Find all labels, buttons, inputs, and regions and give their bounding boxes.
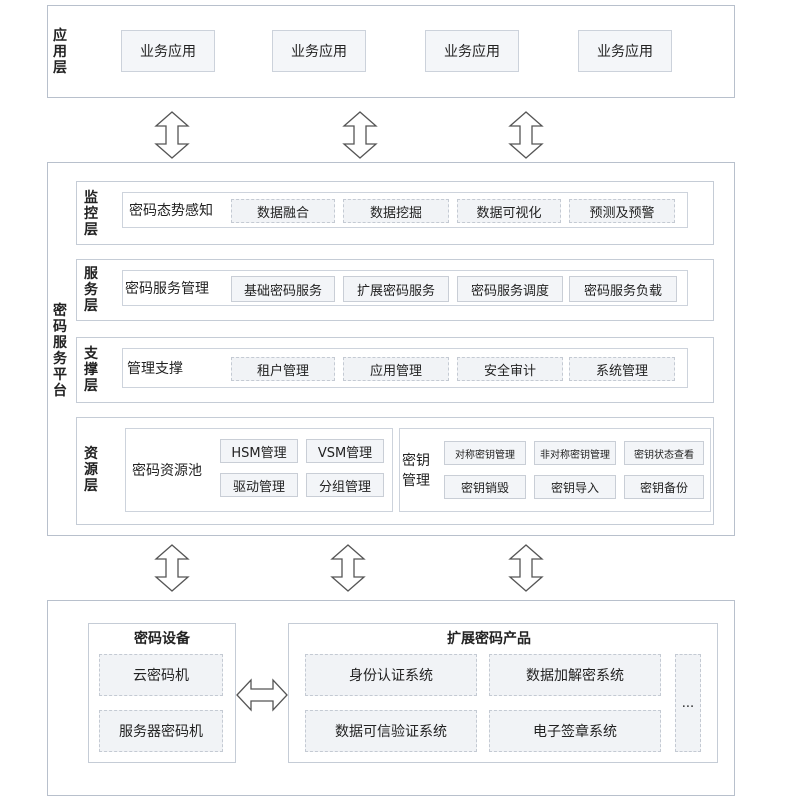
support-layer: 支撑层 管理支撑 租户管理 应用管理 安全审计 系统管理	[76, 337, 714, 403]
business-app-2[interactable]: 业务应用	[272, 30, 366, 72]
horizontal-double-arrow-icon	[236, 678, 288, 712]
business-app-1[interactable]: 业务应用	[121, 30, 215, 72]
service-item-2[interactable]: 扩展密码服务	[343, 276, 449, 302]
crypto-service-platform: 密码服务平台 监控层 密码态势感知 数据融合 数据挖掘 数据可视化 预测及预警 …	[47, 162, 735, 536]
monitor-item-2[interactable]: 数据挖掘	[343, 199, 449, 223]
vsm-management[interactable]: VSM管理	[306, 439, 384, 463]
service-layer-label: 服务层	[84, 266, 98, 314]
key-backup[interactable]: 密钥备份	[624, 475, 704, 499]
resource-layer-label: 资源层	[84, 446, 98, 494]
resource-layer: 资源层 密码资源池 HSM管理 VSM管理 驱动管理 分组管理 密钥管理 对称密…	[76, 417, 714, 525]
service-group: 密码服务管理 基础密码服务 扩展密码服务 密码服务调度 密码服务负载	[122, 270, 688, 306]
application-layer: 应用层 业务应用 业务应用 业务应用 业务应用	[47, 5, 735, 98]
key-destroy[interactable]: 密钥销毁	[444, 475, 526, 499]
extended-products-title: 扩展密码产品	[447, 631, 531, 647]
key-import[interactable]: 密钥导入	[534, 475, 616, 499]
service-title: 密码服务管理	[125, 281, 209, 297]
platform-label: 密码服务平台	[53, 303, 67, 399]
data-encryption-system[interactable]: 数据加解密系统	[489, 654, 661, 696]
cloud-crypto-machine[interactable]: 云密码机	[99, 654, 223, 696]
service-item-4[interactable]: 密码服务负载	[569, 276, 677, 302]
vertical-double-arrow-icon	[508, 111, 544, 159]
more-products[interactable]: ...	[675, 654, 701, 752]
support-layer-label: 支撑层	[84, 346, 98, 394]
data-trust-verification-system[interactable]: 数据可信验证系统	[305, 710, 477, 752]
extended-crypto-products-group: 扩展密码产品 身份认证系统 数据加解密系统 数据可信验证系统 电子签章系统 ..…	[288, 623, 718, 763]
vertical-double-arrow-icon	[342, 111, 378, 159]
monitor-item-3[interactable]: 数据可视化	[457, 199, 561, 223]
key-status-view[interactable]: 密钥状态查看	[624, 441, 704, 465]
vertical-double-arrow-icon	[154, 111, 190, 159]
crypto-devices-group: 密码设备 云密码机 服务器密码机	[88, 623, 236, 763]
monitor-layer: 监控层 密码态势感知 数据融合 数据挖掘 数据可视化 预测及预警	[76, 181, 714, 245]
driver-management[interactable]: 驱动管理	[220, 473, 298, 497]
business-app-3[interactable]: 业务应用	[425, 30, 519, 72]
support-item-1[interactable]: 租户管理	[231, 357, 335, 381]
monitor-group: 密码态势感知 数据融合 数据挖掘 数据可视化 预测及预警	[122, 192, 688, 228]
e-signature-system[interactable]: 电子签章系统	[489, 710, 661, 752]
monitor-title: 密码态势感知	[129, 203, 213, 219]
support-group: 管理支撑 租户管理 应用管理 安全审计 系统管理	[122, 348, 688, 388]
service-layer: 服务层 密码服务管理 基础密码服务 扩展密码服务 密码服务调度 密码服务负载	[76, 259, 714, 321]
symmetric-key-management[interactable]: 对称密钥管理	[444, 441, 526, 465]
resource-pool-title: 密码资源池	[132, 463, 202, 479]
key-management-title: 密钥管理	[402, 453, 430, 489]
identity-auth-system[interactable]: 身份认证系统	[305, 654, 477, 696]
business-app-4[interactable]: 业务应用	[578, 30, 672, 72]
vertical-double-arrow-icon	[330, 544, 366, 592]
key-management-group: 密钥管理 对称密钥管理 非对称密钥管理 密钥状态查看 密钥销毁 密钥导入 密钥备…	[399, 428, 711, 512]
hsm-management[interactable]: HSM管理	[220, 439, 298, 463]
monitor-layer-label: 监控层	[84, 190, 98, 238]
support-item-2[interactable]: 应用管理	[343, 357, 449, 381]
server-crypto-machine[interactable]: 服务器密码机	[99, 710, 223, 752]
monitor-item-1[interactable]: 数据融合	[231, 199, 335, 223]
vertical-double-arrow-icon	[154, 544, 190, 592]
service-item-1[interactable]: 基础密码服务	[231, 276, 335, 302]
bottom-layer: 密码设备 云密码机 服务器密码机 扩展密码产品 身份认证系统 数据加解密系统 数…	[47, 600, 735, 796]
service-item-3[interactable]: 密码服务调度	[457, 276, 563, 302]
application-layer-label: 应用层	[53, 28, 67, 76]
support-title: 管理支撑	[127, 361, 183, 377]
group-management[interactable]: 分组管理	[306, 473, 384, 497]
resource-pool-group: 密码资源池 HSM管理 VSM管理 驱动管理 分组管理	[125, 428, 393, 512]
support-item-3[interactable]: 安全审计	[457, 357, 563, 381]
vertical-double-arrow-icon	[508, 544, 544, 592]
asymmetric-key-management[interactable]: 非对称密钥管理	[534, 441, 616, 465]
support-item-4[interactable]: 系统管理	[569, 357, 675, 381]
crypto-devices-title: 密码设备	[134, 631, 190, 647]
monitor-item-4[interactable]: 预测及预警	[569, 199, 675, 223]
